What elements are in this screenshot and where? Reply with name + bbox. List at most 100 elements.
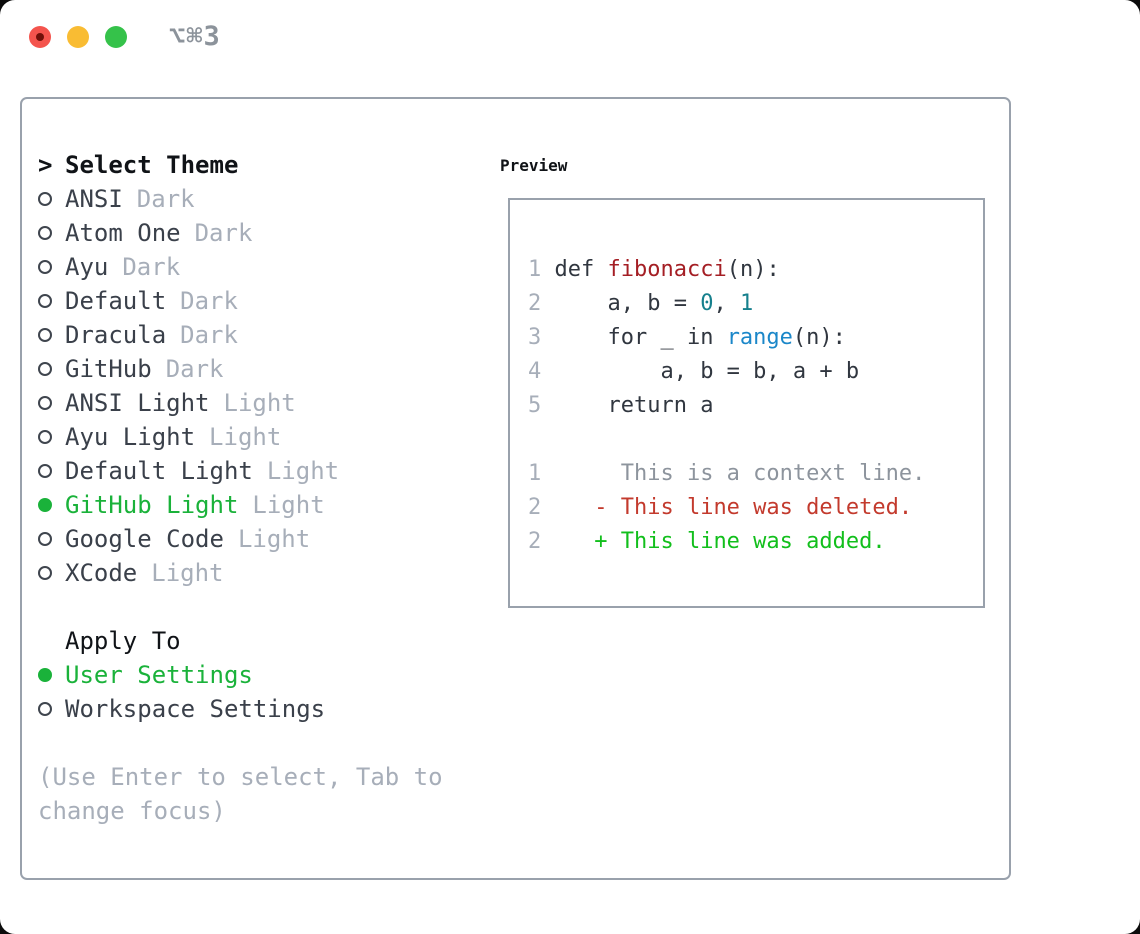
radio-selected-icon <box>38 668 52 682</box>
theme-variant-tag: Light <box>266 457 340 485</box>
code-token: (n): <box>726 257 780 282</box>
radio-icon <box>38 430 52 444</box>
radio-cell <box>38 566 65 580</box>
theme-option-ansi[interactable]: ANSI Dark <box>38 182 483 216</box>
code-token: 2 <box>528 529 555 554</box>
theme-variant-tag: Light <box>223 389 296 417</box>
radio-cell <box>38 702 65 716</box>
radio-cell <box>38 532 65 546</box>
radio-cell <box>38 294 65 308</box>
radio-icon <box>38 566 52 580</box>
code-token: def <box>554 257 608 282</box>
preview-code-line: 4 a, b = b, a + b <box>528 355 983 389</box>
code-token: This is a context line. <box>554 461 926 486</box>
radio-icon <box>38 226 52 240</box>
theme-label: Dracula <box>65 321 167 349</box>
radio-cell <box>38 362 65 376</box>
preview-code-line <box>528 423 983 457</box>
radio-cell <box>38 226 65 240</box>
hint-text: (Use Enter to select, Tab to change focu… <box>38 763 443 825</box>
theme-label: Atom One <box>65 219 181 247</box>
radio-cell <box>38 328 65 342</box>
preview-code-line: 2 - This line was deleted. <box>528 491 983 525</box>
code-token: a, b = <box>554 291 701 316</box>
radio-icon <box>38 362 52 376</box>
radio-icon <box>38 396 52 410</box>
radio-cell <box>38 192 65 206</box>
theme-option-atom-one[interactable]: Atom One Dark <box>38 216 483 250</box>
radio-cell <box>38 464 65 478</box>
radio-icon <box>38 532 52 546</box>
preview-code-line: 1 This is a context line. <box>528 457 983 491</box>
preview-code-line: 3 for _ in range(n): <box>528 321 983 355</box>
theme-label: Default <box>65 287 167 315</box>
theme-picker-header: > Select Theme <box>38 148 483 182</box>
radio-cell <box>38 498 65 512</box>
code-token: range <box>726 325 793 350</box>
theme-option-github-light[interactable]: GitHub Light Light <box>38 488 483 522</box>
theme-variant-tag: Dark <box>165 355 224 383</box>
radio-icon <box>38 702 52 716</box>
theme-option-default[interactable]: Default Dark <box>38 284 483 318</box>
code-token: 4 <box>528 359 555 384</box>
theme-option-google-code[interactable]: Google Code Light <box>38 522 483 556</box>
radio-cell <box>38 260 65 274</box>
theme-label: GitHub Light <box>65 491 239 519</box>
titlebar: ⌥⌘3 <box>0 0 1140 97</box>
theme-label: GitHub <box>65 355 152 383</box>
theme-label: Google Code <box>65 525 224 553</box>
code-token: , <box>713 291 740 316</box>
theme-variant-tag: Light <box>237 525 311 553</box>
preview-title: Preview <box>500 155 568 175</box>
code-token: - This line was deleted. <box>554 495 913 520</box>
apply-option-user-settings[interactable]: User Settings <box>38 658 483 692</box>
radio-icon <box>38 464 52 478</box>
code-token: 0 <box>700 291 714 316</box>
code-token: return a <box>554 393 714 418</box>
theme-option-ayu-light[interactable]: Ayu Light Light <box>38 420 483 454</box>
theme-variant-tag: Light <box>209 423 282 451</box>
preview-code-line: 2 + This line was added. <box>528 525 983 559</box>
radio-icon <box>38 294 52 308</box>
code-token: 1 <box>528 461 555 486</box>
theme-variant-tag: Dark <box>136 185 195 213</box>
minimize-button[interactable] <box>67 26 89 48</box>
theme-label: ANSI Light <box>65 389 210 417</box>
code-token: 5 <box>528 393 555 418</box>
theme-option-github[interactable]: GitHub Dark <box>38 352 483 386</box>
code-token: 3 <box>528 325 555 350</box>
preview-section: Preview 1 def fibonacci(n):2 a, b = 0, 1… <box>500 148 985 608</box>
apply-option-workspace-settings[interactable]: Workspace Settings <box>38 692 483 726</box>
theme-picker-title: Select Theme <box>65 151 239 179</box>
code-token: (n): <box>792 325 846 350</box>
preview-header: Preview <box>500 148 985 182</box>
preview-code-line: 1 def fibonacci(n): <box>528 253 983 287</box>
radio-icon <box>38 260 52 274</box>
preview-code-line: 2 a, b = 0, 1 <box>528 287 983 321</box>
theme-label: ANSI <box>65 185 123 213</box>
radio-cell <box>38 668 65 682</box>
zoom-button[interactable] <box>105 26 127 48</box>
theme-variant-tag: Dark <box>194 219 253 247</box>
theme-variant-tag: Dark <box>180 287 238 315</box>
close-button[interactable] <box>29 26 51 48</box>
apply-to-header: Apply To <box>38 624 483 658</box>
theme-label: Ayu Light <box>65 423 196 451</box>
window-title: ⌥⌘3 <box>169 21 221 52</box>
theme-label: Default Light <box>65 457 253 485</box>
theme-variant-tag: Dark <box>122 253 181 281</box>
theme-option-ansi-light[interactable]: ANSI Light Light <box>38 386 483 420</box>
radio-icon <box>38 192 52 206</box>
theme-variant-tag: Light <box>252 491 325 519</box>
radio-cell <box>38 430 65 444</box>
theme-variant-tag: Light <box>151 559 224 587</box>
code-token: 1 <box>739 291 754 316</box>
apply-to-title: Apply To <box>65 627 181 655</box>
theme-option-default-light[interactable]: Default Light Light <box>38 454 483 488</box>
code-token: 2 <box>528 291 555 316</box>
